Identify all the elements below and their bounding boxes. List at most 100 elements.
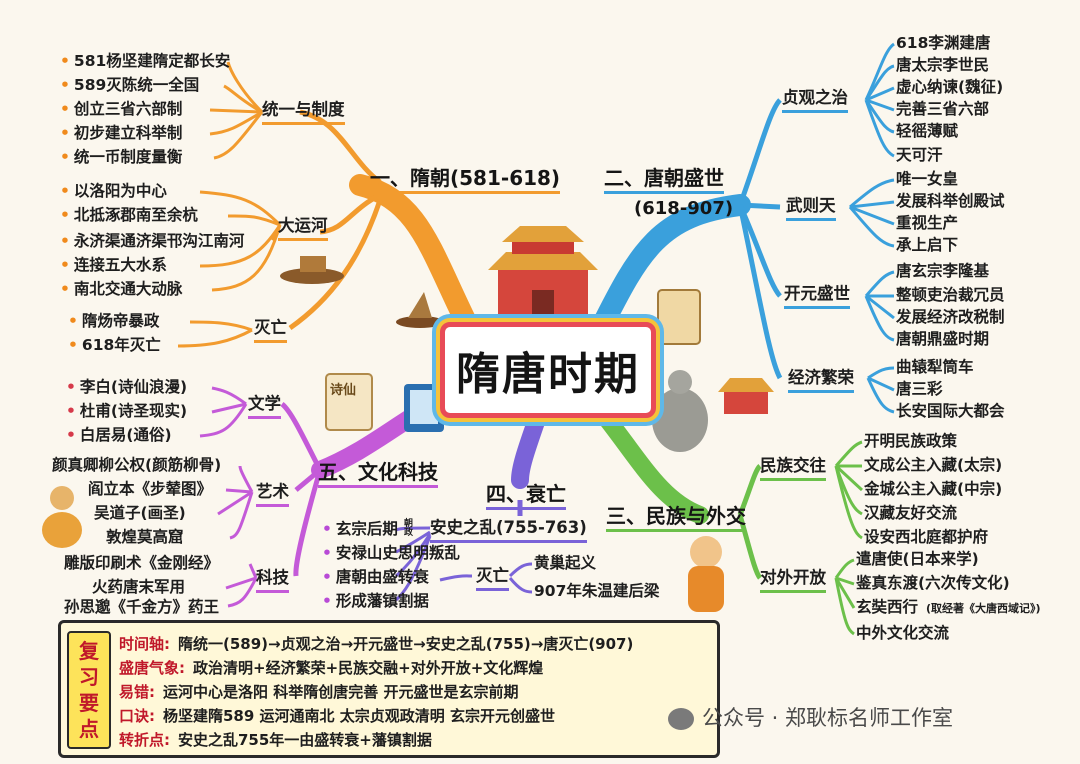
sui-unify-item: 581杨坚建隋定都长安 bbox=[60, 53, 230, 70]
ethnic-item: 金城公主入藏(中宗) bbox=[864, 480, 1003, 498]
tech-item: 孙思邈《千金方》药王 bbox=[64, 598, 220, 616]
review-row: 时间轴:隋统一(589)→贞观之治→开元盛世→安史之乱(755)→唐灭亡(907… bbox=[119, 635, 634, 653]
sui-canal-label: 大运河 bbox=[278, 217, 328, 241]
open-item: 鉴真东渡(六次传文化) bbox=[856, 574, 1010, 592]
review-row: 口诀:杨坚建隋589 运河通南北 太宗贞观政清明 玄宗开元创盛世 bbox=[119, 707, 555, 725]
zhenguan-item: 唐太宗李世民 bbox=[896, 56, 990, 74]
anshi-item: 安禄山史思明叛乱 bbox=[322, 545, 460, 562]
open-item: 玄奘西行 bbox=[856, 598, 919, 616]
sui-canal-item: 南北交通大动脉 bbox=[60, 281, 183, 298]
tech-item: 雕版印刷术《金刚经》 bbox=[64, 554, 220, 572]
boat-illustration-2 bbox=[396, 292, 444, 328]
ethnic-item: 设安西北庭都护府 bbox=[864, 528, 989, 546]
culture-title: 五、文化科技 bbox=[318, 462, 438, 488]
sui-unify-item: 初步建立科举制 bbox=[60, 125, 183, 142]
ethnic-item: 汉藏友好交流 bbox=[864, 504, 958, 522]
economy-label: 经济繁荣 bbox=[788, 369, 854, 393]
economy-item: 曲辕犁筒车 bbox=[896, 358, 974, 376]
anshi-item: 唐朝由盛转衰 bbox=[322, 569, 429, 586]
sui-canal-item: 连接五大水系 bbox=[60, 257, 167, 274]
zhenguan-item: 虚心纳谏(魏征) bbox=[896, 78, 1004, 96]
open-label: 对外开放 bbox=[760, 569, 826, 593]
tang-years: (618-907) bbox=[634, 198, 734, 219]
wuzetian-item: 唯一女皇 bbox=[896, 170, 959, 188]
diplomacy-title: 三、民族与外交 bbox=[606, 506, 746, 532]
kaiyuan-item: 整顿吏治裁冗员 bbox=[896, 286, 1005, 304]
palace-illustration bbox=[488, 226, 598, 314]
sui-canal-item: 北抵涿郡南至余杭 bbox=[60, 207, 198, 224]
open-item: 中外文化交流 bbox=[856, 624, 950, 642]
buddha-illustration bbox=[652, 370, 708, 452]
decline-fall-item: 黄巢起义 bbox=[534, 554, 597, 572]
anshi-item: 形成藩镇割据 bbox=[322, 593, 429, 610]
sui-canal-item: 以洛阳为中心 bbox=[60, 183, 167, 200]
sui-fall-label: 灭亡 bbox=[254, 319, 287, 343]
monk-figure bbox=[688, 536, 724, 612]
tech-item: 火药唐末军用 bbox=[92, 578, 186, 596]
sui-unify-item: 统一币制度量衡 bbox=[60, 149, 183, 166]
review-row: 易错:运河中心是洛阳 科举隋创唐完善 开元盛世是玄宗前期 bbox=[119, 683, 519, 701]
zhenguan-item: 618李渊建唐 bbox=[896, 34, 991, 52]
sui-fall-item: 618年灭亡 bbox=[68, 337, 161, 354]
tablet-illustration bbox=[404, 384, 444, 432]
art-item: 敦煌莫高窟 bbox=[106, 528, 184, 546]
economy-item: 长安国际大都会 bbox=[896, 402, 1005, 420]
open-item: 遣唐使(日本来学) bbox=[856, 550, 979, 568]
zhenguan-item: 完善三省六部 bbox=[896, 100, 990, 118]
art-item: 吴道子(画圣) bbox=[94, 504, 186, 522]
economy-item: 唐三彩 bbox=[896, 380, 943, 398]
pagoda-illustration bbox=[718, 378, 774, 414]
kaiyuan-item: 发展经济改税制 bbox=[896, 308, 1005, 326]
zhenguan-item: 轻徭薄赋 bbox=[896, 122, 959, 140]
literature-item: 杜甫(诗圣现实) bbox=[66, 403, 187, 420]
tang-title: 二、唐朝盛世 bbox=[604, 168, 724, 194]
central-topic: 隋唐时期 bbox=[440, 322, 656, 418]
wuzetian-label: 武则天 bbox=[786, 197, 836, 221]
kaiyuan-item: 唐玄宗李隆基 bbox=[896, 262, 990, 280]
sui-title: 一、隋朝(581-618) bbox=[370, 168, 561, 194]
ethnic-item: 文成公主入藏(太宗) bbox=[864, 456, 1003, 474]
sui-fall-item: 隋炀帝暴政 bbox=[68, 313, 160, 330]
wechat-icon bbox=[668, 708, 694, 730]
wuzetian-item: 发展科举创殿试 bbox=[896, 192, 1005, 210]
wuzetian-item: 承上启下 bbox=[896, 236, 959, 254]
scroll-poem-illustration bbox=[325, 373, 373, 431]
review-box: 复 习 要 点 时间轴:隋统一(589)→贞观之治→开元盛世→安史之乱(755)… bbox=[58, 620, 720, 758]
review-title: 复 习 要 点 bbox=[67, 631, 111, 749]
zhenguan-label: 贞观之治 bbox=[782, 89, 848, 113]
sui-canal-item: 永济渠通济渠邗沟江南河 bbox=[60, 233, 245, 250]
sui-unify-item: 创立三省六部制 bbox=[60, 101, 183, 118]
ethnic-label: 民族交往 bbox=[760, 457, 826, 481]
sui-unify-item: 589灭陈统一全国 bbox=[60, 77, 199, 94]
buddha-figure-left bbox=[42, 486, 82, 548]
anshi-item-note: 朝政 bbox=[404, 519, 414, 538]
open-item-note: (取经著《大唐西域记》) bbox=[926, 602, 1041, 615]
decline-fall-item: 907年朱温建后梁 bbox=[534, 582, 660, 600]
kaiyuan-label: 开元盛世 bbox=[784, 285, 850, 309]
kaiyuan-item: 唐朝鼎盛时期 bbox=[896, 330, 990, 348]
decline-fall-label: 灭亡 bbox=[476, 567, 509, 591]
literature-item: 白居易(通俗) bbox=[66, 427, 172, 444]
scroll-illustration bbox=[657, 289, 701, 345]
review-row: 盛唐气象:政治清明+经济繁荣+民族交融+对外开放+文化辉煌 bbox=[119, 659, 544, 677]
watermark: 公众号 · 郑耿标名师工作室 bbox=[668, 702, 953, 732]
anshi-label: 安史之乱(755-763) bbox=[430, 519, 587, 543]
art-label: 艺术 bbox=[256, 483, 289, 507]
anshi-item: 玄宗后期 bbox=[322, 521, 398, 538]
literature-item: 李白(诗仙浪漫) bbox=[66, 379, 187, 396]
review-row: 转折点:安史之乱755年一由盛转衰+藩镇割据 bbox=[119, 731, 432, 749]
central-title: 隋唐时期 bbox=[456, 349, 640, 400]
poem-scroll-label: 诗仙 bbox=[330, 383, 357, 398]
tech-label: 科技 bbox=[256, 569, 289, 593]
art-item: 颜真卿柳公权(颜筋柳骨) bbox=[52, 456, 222, 474]
sui-unify-label: 统一与制度 bbox=[262, 101, 345, 125]
zhenguan-item: 天可汗 bbox=[896, 146, 943, 164]
boat-illustration bbox=[280, 256, 344, 284]
wuzetian-item: 重视生产 bbox=[896, 214, 959, 232]
art-item: 阎立本《步辇图》 bbox=[88, 480, 213, 498]
literature-label: 文学 bbox=[248, 395, 281, 419]
decline-title: 四、衰亡 bbox=[486, 484, 566, 510]
ethnic-item: 开明民族政策 bbox=[864, 432, 958, 450]
